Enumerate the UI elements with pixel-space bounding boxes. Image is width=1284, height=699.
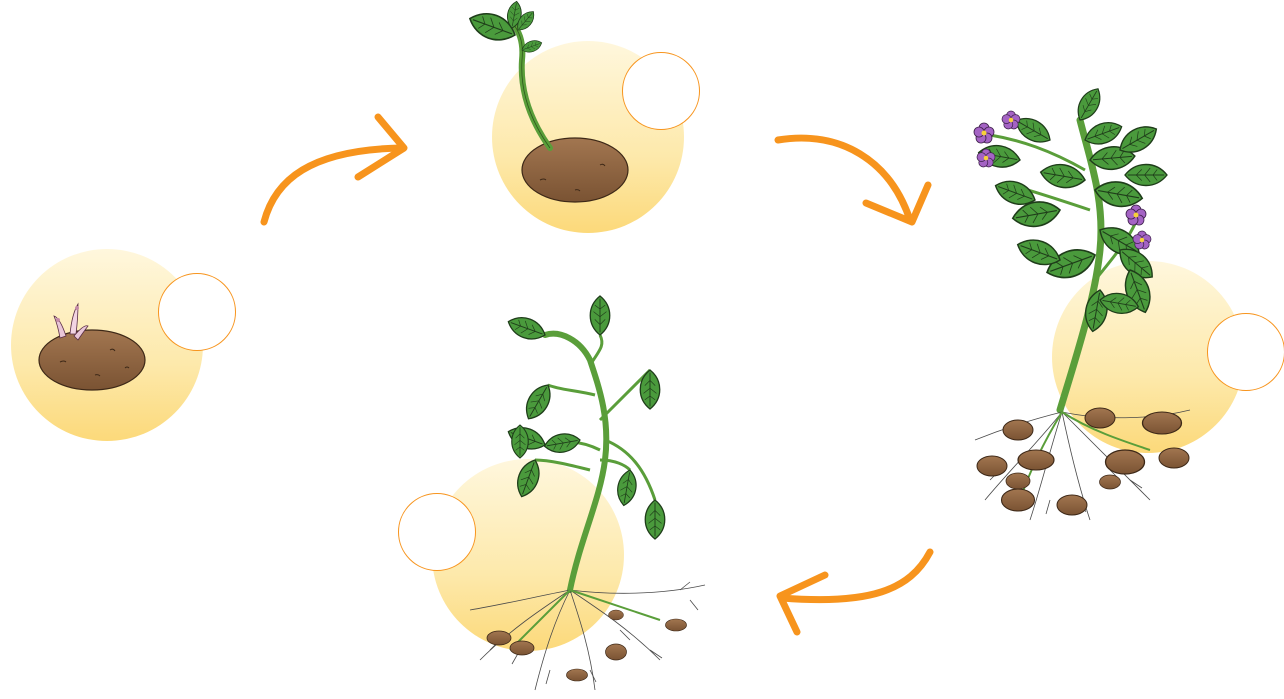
- stage-2-label-circle[interactable]: [622, 52, 700, 130]
- arrow-stage-2-to-3: [778, 138, 928, 222]
- arrow-stage-3-to-4: [780, 552, 930, 632]
- stage-4-label-circle[interactable]: [398, 493, 476, 571]
- stage-3-label-circle[interactable]: [1207, 313, 1284, 391]
- arrow-stage-1-to-2: [264, 117, 404, 222]
- stage-1-label-circle[interactable]: [158, 273, 236, 351]
